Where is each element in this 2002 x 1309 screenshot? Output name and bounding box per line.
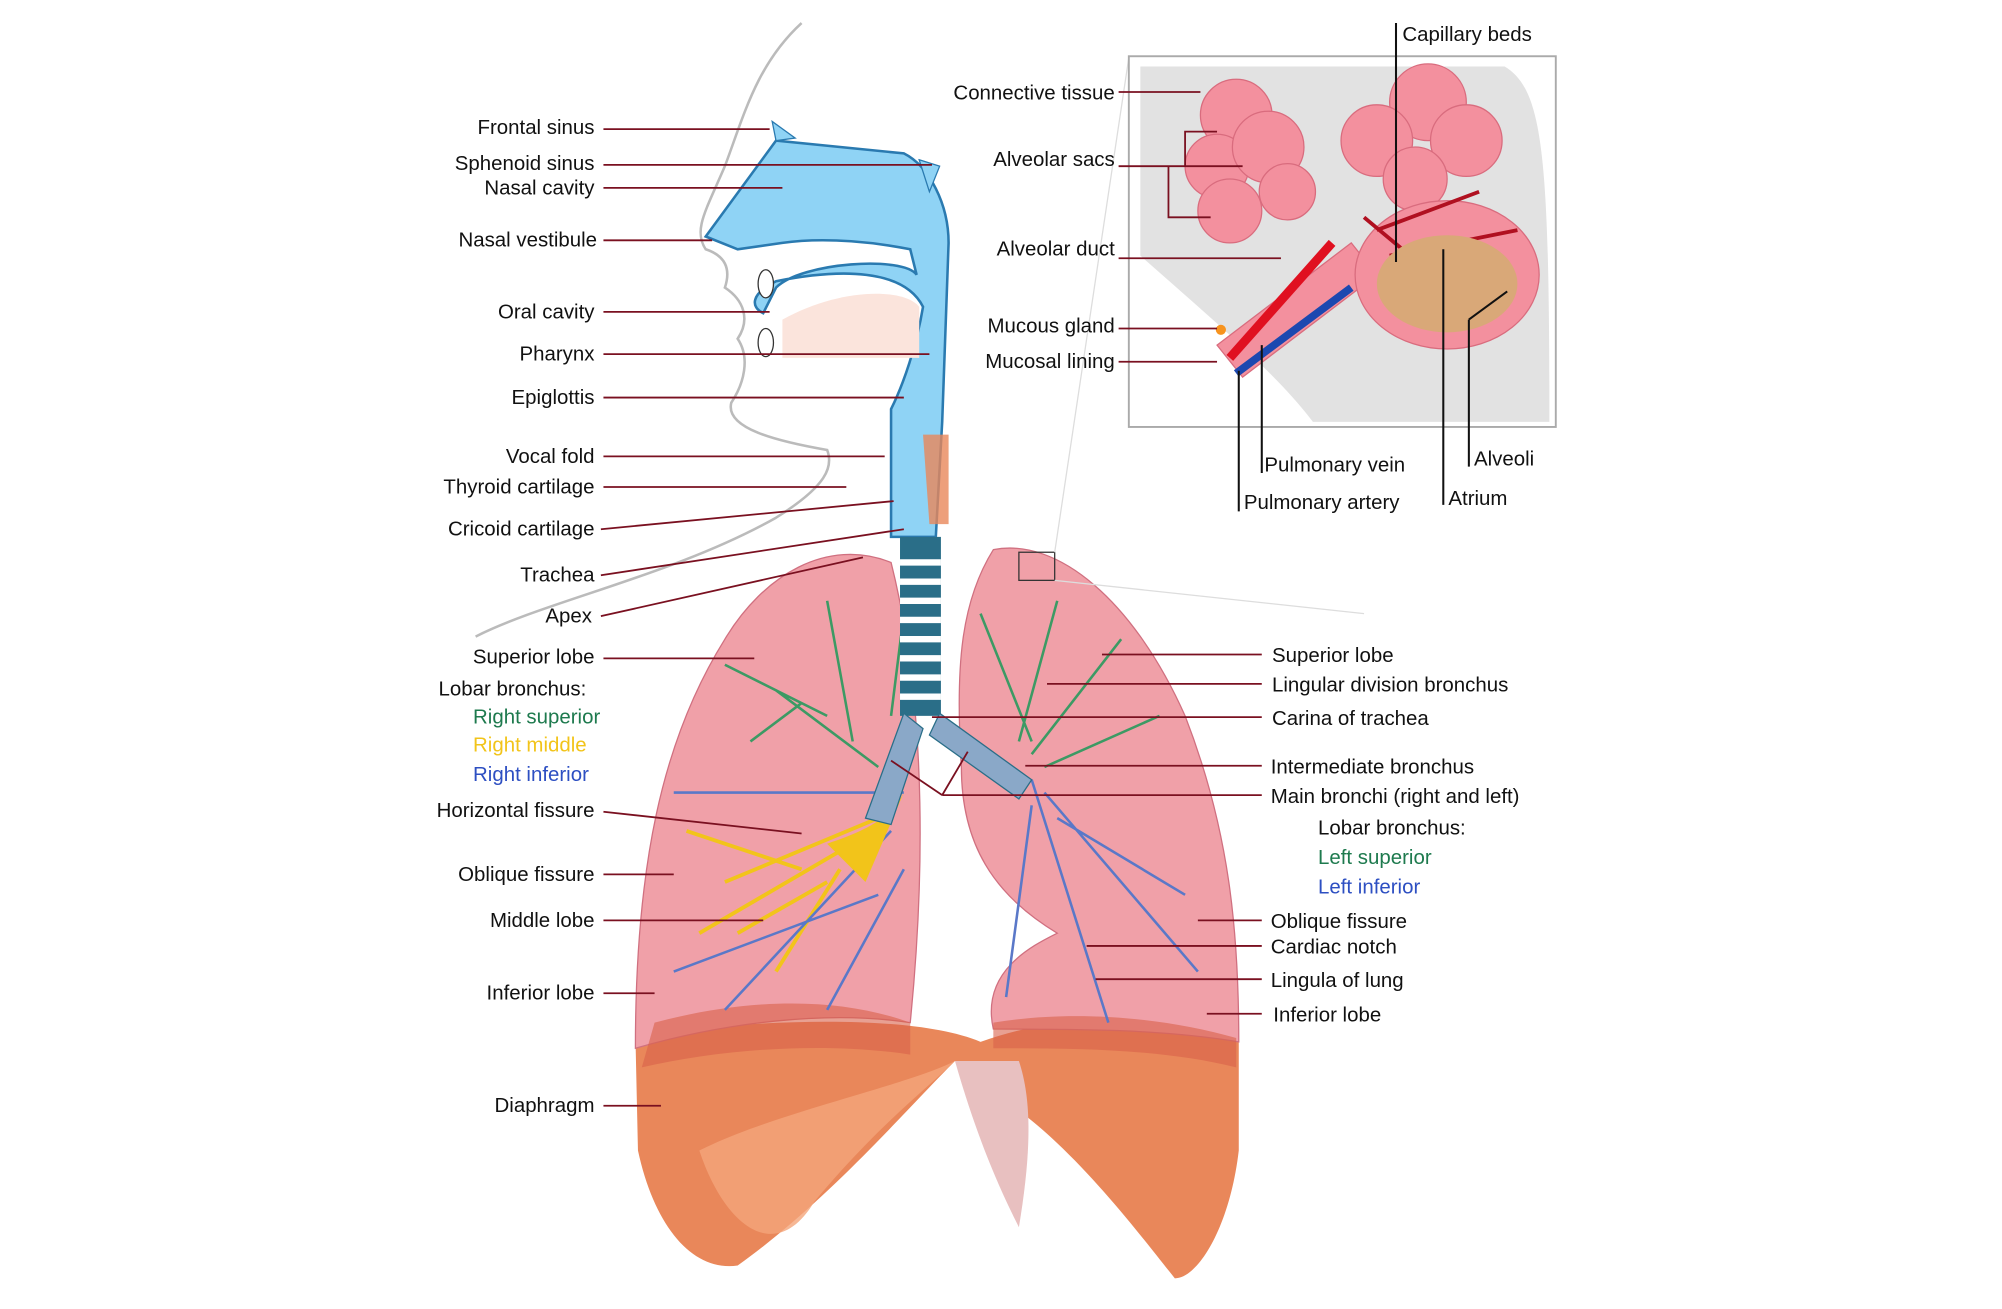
head-profile-outline xyxy=(475,22,831,638)
label-right-middle: Right middle xyxy=(473,734,587,757)
label-lingula: Lingula of lung xyxy=(1271,969,1404,992)
trachea xyxy=(864,536,1033,826)
label-oblique-fissure-left: Oblique fissure xyxy=(458,863,594,886)
label-alveoli: Alveoli xyxy=(1474,447,1534,470)
upper-airway xyxy=(703,119,950,539)
label-thyroid-cartilage: Thyroid cartilage xyxy=(443,475,594,498)
label-frontal-sinus: Frontal sinus xyxy=(477,116,594,139)
label-nasal-vestibule: Nasal vestibule xyxy=(458,229,597,252)
inset-marker-box xyxy=(1018,551,1056,581)
label-main-bronchi: Main bronchi (right and left) xyxy=(1271,785,1520,808)
label-inferior-lobe-left: Inferior lobe xyxy=(487,982,595,1005)
label-vocal-fold: Vocal fold xyxy=(506,445,595,468)
label-pulmonary-artery: Pulmonary artery xyxy=(1244,491,1400,514)
label-alveolar-duct: Alveolar duct xyxy=(997,238,1115,261)
label-mucosal-lining: Mucosal lining xyxy=(985,350,1115,373)
label-diaphragm: Diaphragm xyxy=(495,1094,595,1117)
label-left-inferior: Left inferior xyxy=(1318,876,1420,899)
label-nasal-cavity: Nasal cavity xyxy=(484,176,595,199)
label-oblique-fissure-right: Oblique fissure xyxy=(1271,910,1407,933)
label-middle-lobe: Middle lobe xyxy=(490,909,595,932)
alveoli-inset xyxy=(1127,55,1557,428)
label-left-superior: Left superior xyxy=(1318,846,1432,869)
label-oral-cavity: Oral cavity xyxy=(498,300,595,323)
label-alveolar-sacs: Alveolar sacs xyxy=(993,148,1115,171)
label-epiglottis: Epiglottis xyxy=(512,386,595,409)
label-intermediate-bronchus: Intermediate bronchus xyxy=(1271,755,1474,778)
label-lobar-bronchus-right: Lobar bronchus: xyxy=(439,677,587,700)
label-sphenoid-sinus: Sphenoid sinus xyxy=(455,152,595,175)
right-lung xyxy=(634,553,921,1050)
left-leader-lines xyxy=(600,128,932,1107)
label-superior-lobe-right: Superior lobe xyxy=(1272,644,1394,667)
inset-leader-lines xyxy=(1118,91,1281,363)
label-pulmonary-vein: Pulmonary vein xyxy=(1264,454,1405,477)
label-right-inferior: Right inferior xyxy=(473,763,589,786)
diaphragm-shape xyxy=(635,1019,1239,1279)
label-connective-tissue: Connective tissue xyxy=(953,82,1114,105)
label-cricoid-cartilage: Cricoid cartilage xyxy=(448,518,595,541)
inset-black-leader-lines xyxy=(1237,23,1508,512)
label-horizontal-fissure: Horizontal fissure xyxy=(437,799,595,822)
label-cardiac-notch: Cardiac notch xyxy=(1271,936,1397,959)
label-right-superior: Right superior xyxy=(473,706,600,729)
label-lobar-bronchus-left: Lobar bronchus: xyxy=(1318,817,1466,840)
right-leader-lines xyxy=(890,653,1262,1015)
label-carina: Carina of trachea xyxy=(1272,707,1429,730)
label-apex: Apex xyxy=(545,605,592,628)
label-pharynx: Pharynx xyxy=(520,342,595,365)
label-inferior-lobe-right: Inferior lobe xyxy=(1273,1003,1381,1026)
label-capillary-beds: Capillary beds xyxy=(1402,23,1532,46)
label-superior-lobe-left: Superior lobe xyxy=(473,645,595,668)
label-trachea: Trachea xyxy=(520,564,595,587)
label-lingular-division-bronchus: Lingular division bronchus xyxy=(1272,674,1508,697)
label-mucous-gland: Mucous gland xyxy=(988,314,1115,337)
bronchial-tree xyxy=(673,600,1199,1024)
label-atrium: Atrium xyxy=(1448,487,1507,510)
